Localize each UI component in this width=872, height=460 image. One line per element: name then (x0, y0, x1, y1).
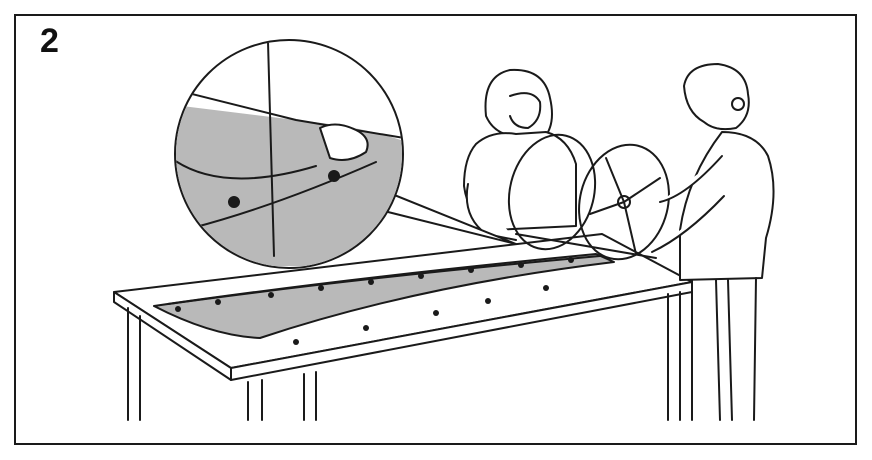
person-left (464, 70, 576, 240)
person-right-body (680, 132, 774, 280)
callout-rivet-b (329, 171, 339, 181)
person-right-legs (692, 278, 756, 420)
person-left-face (510, 93, 540, 128)
person-right-ear (732, 98, 744, 110)
person-right (652, 64, 774, 420)
detail-callout (166, 40, 516, 268)
instruction-panel: 2 (14, 14, 857, 445)
assembly-illustration (16, 16, 859, 447)
person-right-hair (684, 64, 749, 129)
callout-rivet-a (229, 197, 239, 207)
